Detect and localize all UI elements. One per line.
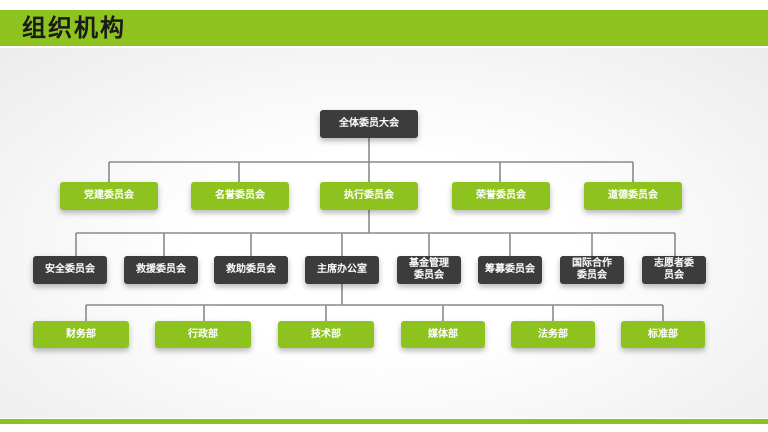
org-node-level3: 法务部 [511,321,595,348]
org-node-level2: 救援委员会 [124,256,198,284]
org-node-label: 安全委员会 [45,264,95,275]
org-node-label: 筹募委员会 [485,264,535,275]
org-node-level3: 财务部 [33,321,129,348]
org-node-level1: 执行委员会 [320,182,418,210]
org-node-label: 救助委员会 [226,264,276,275]
org-node-level2: 筹募委员会 [478,256,542,284]
title-bar: 组织机构 [0,10,768,46]
org-node-label: 名誉委员会 [215,190,265,201]
org-node-level2: 安全委员会 [33,256,107,284]
org-node-label: 救援委员会 [136,264,186,275]
org-node-label: 国际合作委员会 [572,258,612,281]
org-node-level3: 标准部 [621,321,705,348]
org-node-label: 技术部 [311,328,341,340]
org-node-root: 全体委员大会 [320,110,418,138]
org-node-label: 媒体部 [428,328,458,340]
org-node-level1: 荣誉委员会 [452,182,550,210]
org-node-level3: 媒体部 [401,321,485,348]
org-node-level1: 名誉委员会 [191,182,289,210]
org-node-level2: 国际合作委员会 [560,256,624,284]
org-node-label: 财务部 [66,328,96,340]
org-node-label: 标准部 [648,328,678,340]
org-node-level2: 主席办公室 [305,256,379,284]
org-node-level1: 党建委员会 [60,182,158,210]
org-node-label: 法务部 [538,328,568,340]
org-node-label: 党建委员会 [84,190,134,201]
org-node-label: 执行委员会 [344,190,394,201]
org-node-level3: 技术部 [278,321,374,348]
org-node-label: 志愿者委员会 [654,258,694,281]
org-node-label: 道德委员会 [608,190,658,201]
org-node-label: 行政部 [188,328,218,340]
org-node-level2: 救助委员会 [214,256,288,284]
org-node-label: 荣誉委员会 [476,190,526,201]
org-node-level3: 行政部 [155,321,251,348]
org-node-level2: 志愿者委员会 [642,256,706,284]
bottom-accent-bar [0,419,768,424]
org-node-label: 主席办公室 [317,264,367,275]
org-node-label: 基金管理委员会 [409,258,449,281]
org-node-label: 全体委员大会 [339,118,399,129]
page-title: 组织机构 [22,14,126,42]
org-node-level1: 道德委员会 [584,182,682,210]
org-node-level2: 基金管理委员会 [397,256,461,284]
